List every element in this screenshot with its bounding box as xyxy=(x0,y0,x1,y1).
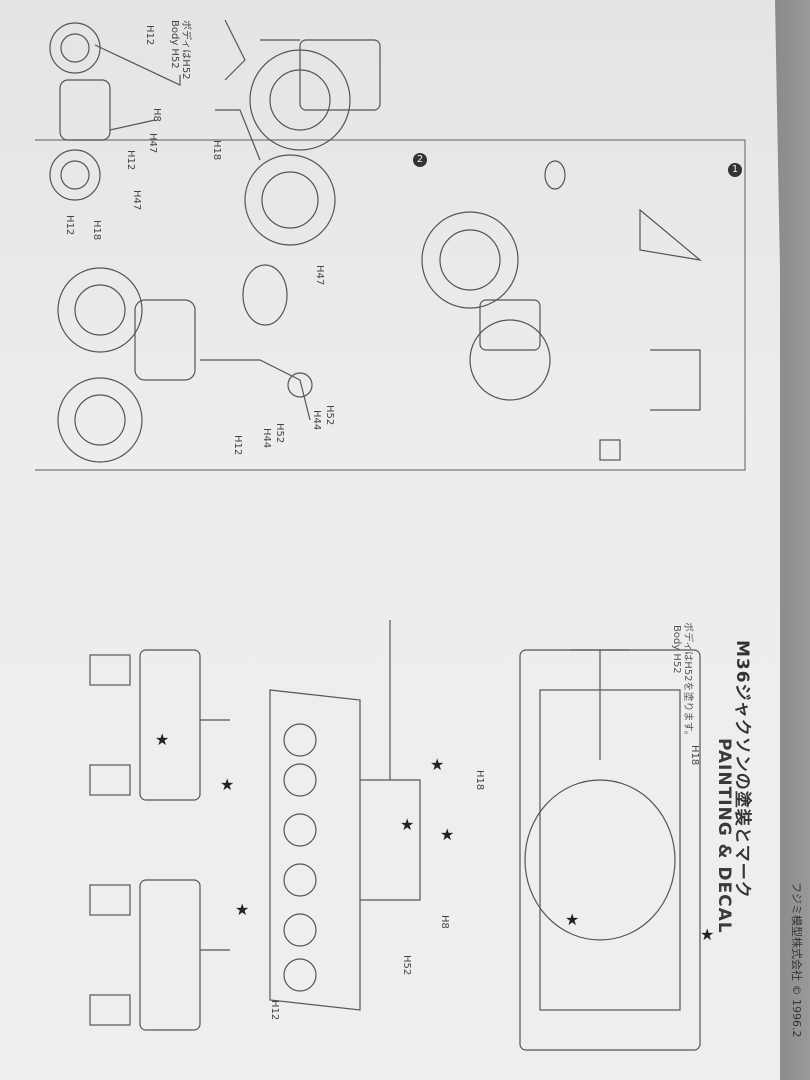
part-label: H8 xyxy=(439,915,450,929)
part-label: H18 xyxy=(474,770,485,791)
part-label: H8 xyxy=(151,108,162,122)
part-label: H52 xyxy=(401,955,412,976)
sheet-title-japanese: M36ジャクソンの塗装とマーク xyxy=(732,640,752,899)
copyright-text: フジミ模型株式会社 © 1996.2 xyxy=(790,882,803,1038)
step-number-2: 2 xyxy=(413,153,427,167)
svg-text:★: ★ xyxy=(700,925,714,944)
part-label: H12 xyxy=(144,25,155,46)
part-label: H47 xyxy=(314,265,325,286)
part-label: H18 xyxy=(211,140,222,161)
body-color-note-english: Body H52 xyxy=(671,625,682,674)
svg-text:★: ★ xyxy=(430,755,444,774)
part-label: H47 xyxy=(131,190,142,211)
part-label: H12 xyxy=(269,1000,280,1021)
part-label: H52 xyxy=(324,405,335,426)
part-label: H18 xyxy=(91,220,102,241)
part-label: H18 xyxy=(689,745,700,766)
svg-text:★: ★ xyxy=(155,730,169,749)
star-decal-marks: ★ ★ ★ ★ ★ ★ ★ ★ xyxy=(155,730,714,944)
motorcycle-side-view-small xyxy=(49,22,181,201)
svg-text:★: ★ xyxy=(235,900,249,919)
part-label: H44 xyxy=(261,428,272,449)
moto-body-note-jp: ボディはH52 xyxy=(180,20,191,80)
motorcycle-with-rider xyxy=(57,264,313,463)
svg-text:★: ★ xyxy=(565,910,579,929)
tank-front-view xyxy=(89,649,230,801)
svg-text:★: ★ xyxy=(440,825,454,844)
exploded-motorcycle-parts xyxy=(215,19,381,246)
tank-rear-view xyxy=(89,879,230,1031)
tank-side-view xyxy=(269,620,421,1011)
moto-body-note-en: Body H52 xyxy=(169,20,180,69)
part-label: H12 xyxy=(125,150,136,171)
step-panel-border xyxy=(35,139,746,471)
exploded-assembly-step-2 xyxy=(421,160,703,461)
svg-text:★: ★ xyxy=(220,775,234,794)
part-label: H47 xyxy=(147,133,158,154)
sheet-title-english: PAINTING & DECAL xyxy=(714,738,734,934)
tank-top-view xyxy=(519,649,701,1051)
svg-text:★: ★ xyxy=(400,815,414,834)
part-label: H12 xyxy=(232,435,243,456)
part-label: H44 xyxy=(311,410,322,431)
step-number-1: 1 xyxy=(728,163,742,177)
part-label: H52 xyxy=(274,423,285,444)
part-label: H12 xyxy=(64,215,75,236)
body-color-note-japanese: ボディはH52を塗ります。 xyxy=(682,622,693,741)
